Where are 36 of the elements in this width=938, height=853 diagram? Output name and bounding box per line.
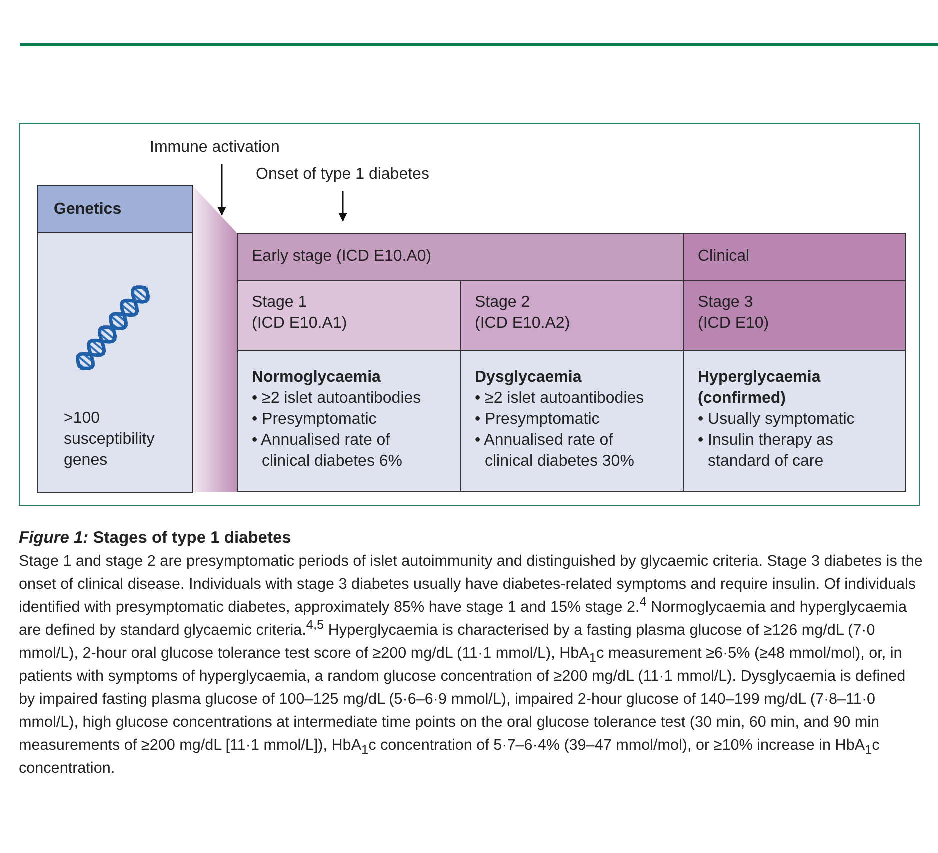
stage-header <box>683 280 906 351</box>
criteria-cell <box>460 350 684 492</box>
bullet-item: • ≥2 islet autoantibodies <box>475 389 646 409</box>
header-text: Clinical <box>698 247 751 267</box>
header-text: (ICD E10) <box>698 314 770 334</box>
header-text: (ICD E10.A1) <box>252 314 348 334</box>
stage-header <box>237 280 461 351</box>
figure-title: Figure 1: Stages of type 1 diabetes <box>19 528 292 549</box>
stage-header <box>683 233 906 281</box>
annotation-text: Immune activation <box>150 138 281 158</box>
cell-heading: Hyperglycaemia (confirmed) <box>698 368 822 409</box>
cell-heading: Normoglycaemia <box>252 368 382 388</box>
cell-heading: Dysglycaemia <box>475 368 583 388</box>
header-text: (ICD E10.A2) <box>475 314 572 334</box>
body-text: >100 susceptibility genes <box>64 409 156 471</box>
stage-header <box>237 233 684 281</box>
heading: Genetics <box>38 186 192 233</box>
bullet-item: • Presymptomatic <box>475 410 601 430</box>
bullet-item: • Annualised rate of clinical diabetes 30% <box>475 431 636 472</box>
header-text: Stage 3 <box>698 293 754 313</box>
header-text: Early stage (ICD E10.A0) <box>252 247 433 267</box>
header-text: Stage 2 <box>475 293 532 313</box>
genetics-panel <box>37 185 193 493</box>
bullet-item: • Annualised rate of clinical diabetes 6% <box>252 431 404 472</box>
criteria-cell <box>237 350 461 492</box>
arrow <box>338 191 348 222</box>
caption-text: Stage 1 and stage 2 are presymptomatic periods of islet autoimmunity and distinguished by glycaemic criteria. Stage 3 diabetes is the onset of clinical disease. Individuals with stage 3 diabetes usually have diabetes-related symptoms and require insulin. Of individuals identified with presymptomatic diabetes, approximately 85% have stage 1 and 15% stage 2.$^{4}$ Normoglycaemia and hyperglycaemia are defined by standard glycaemic criteria.$^{4,5}$ Hyperglycaemia is characterised by a fasting plasma glucose of ≥126 mg/dL (7·0 mmol/L), 2-hour oral glucose tolerance test score of ≥200 mg/dL (11·1 mmol/L), HbA$_{1}$c measurement ≥6·5% (≥48 mmol/mol), or, in patients with symptoms of hyperglycaemia, a random glucose concentration of ≥200 mg/dL (11·1 mmol/L). Dysglycaemia is defined by impaired fasting plasma glucose of 100–125 mg/dL (5·6–6·9 mmol/L), impaired 2-hour glucose of 140–199 mg/dL (7·8–11·0 mmol/L), high glucose concentrations at intermediate time points on the oral glucose tolerance test (30 min, 60 min, and 90 min measurements of ≥200 mg/dL [11·1 mmol/L]), HbA$_{1}$c concentration of 5·7–6·4% (39–47 mmol/mol), or ≥10% increase in HbA$_{1}$c concentration. <box>19 552 924 779</box>
annotation-text: Onset of type 1 diabetes <box>256 165 430 185</box>
bullet-item: • Usually symptomatic <box>698 410 856 430</box>
stage-header <box>460 280 684 351</box>
bullet-item: • ≥2 islet autoantibodies <box>252 389 422 409</box>
header-text: Stage 1 <box>252 293 308 313</box>
criteria-cell <box>683 350 906 492</box>
bullet-item: • Insulin therapy as standard of care <box>698 431 834 472</box>
arrow <box>218 164 226 216</box>
bullet-item: • Presymptomatic <box>252 410 378 430</box>
